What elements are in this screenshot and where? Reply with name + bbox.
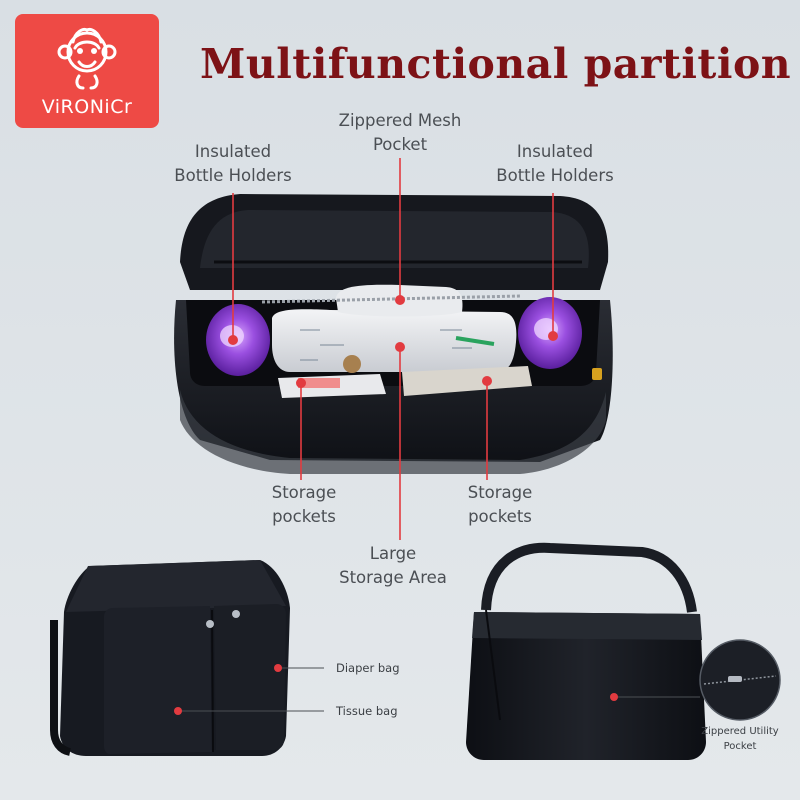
callout-lines	[232, 158, 554, 540]
label-storage-pockets-right: Storage pockets	[467, 483, 533, 526]
label-tissue-bag: Tissue bag	[336, 704, 398, 718]
label-large-storage-area: Large Storage Area	[339, 544, 447, 587]
brand-logo: ViRONiCr	[15, 14, 159, 128]
label-diaper-bag: Diaper bag	[336, 661, 400, 675]
label-left-bottle-holders: Insulated Bottle Holders	[174, 142, 292, 185]
open-organizer-bag	[174, 194, 613, 474]
label-zippered-utility-pocket: Zippered Utility Pocket	[701, 726, 779, 752]
page-title: Multifunctional partition	[200, 40, 792, 88]
brand-name: ViRONiCr	[41, 96, 133, 118]
label-storage-pockets-left: Storage pockets	[271, 483, 337, 526]
monkey-logo-icon	[57, 28, 117, 90]
label-zippered-mesh-pocket: Zippered Mesh Pocket	[338, 111, 462, 154]
bottom-callout-lines	[174, 664, 700, 715]
closed-bag-front	[50, 560, 290, 756]
label-right-bottle-holders: Insulated Bottle Holders	[496, 142, 614, 185]
closed-bag-handles	[466, 542, 781, 760]
callout-dots	[228, 295, 558, 388]
